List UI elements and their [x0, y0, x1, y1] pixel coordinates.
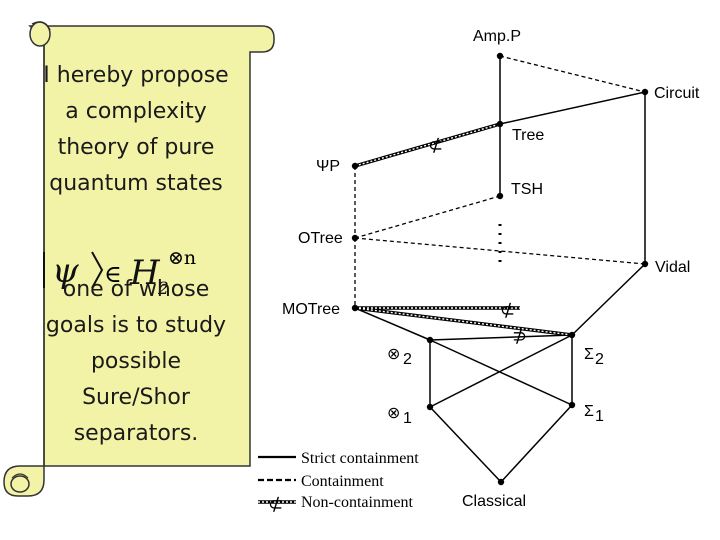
scroll-top-text: I hereby propose a complexity theory of …: [34, 58, 238, 202]
node-motree: [351, 304, 359, 312]
marker-not-subset-tree: ⊄: [428, 135, 443, 156]
node-tsh: [496, 192, 504, 200]
label-otimes1-symbol: ⊗: [387, 405, 400, 422]
scroll-bottom-text: one of whose goals is to study possible …: [34, 272, 238, 452]
scroll-line-3: theory of pure: [57, 135, 215, 160]
label-motree: MOTree: [282, 301, 340, 318]
edge-otimes2-sigma1: [429, 339, 573, 406]
state-formula: ψ ∈ H 2 ⊗n: [43, 247, 196, 298]
node-sigma1: [568, 401, 576, 409]
legend-strict-label: Strict containment: [301, 450, 419, 467]
label-otimes1-sub: 1: [403, 410, 412, 427]
label-circuit: Circuit: [654, 85, 700, 102]
marker-not-subset-motree: ⊄: [500, 300, 515, 321]
label-otimes2-sub: 2: [403, 351, 412, 368]
label-sigma1-symbol: Σ: [584, 403, 594, 420]
node-tree: [496, 120, 504, 128]
edge-sigma1-classical: [500, 404, 573, 483]
scroll-line-6: goals is to study: [45, 313, 227, 338]
label-classical: Classical: [462, 493, 526, 510]
element-of: ∈: [104, 260, 122, 288]
containment-edges: [354, 55, 646, 308]
label-sigma2: Σ 2: [584, 346, 604, 368]
edge-amp-p-circuit: [499, 55, 646, 93]
label-otimes1: ⊗ 1: [387, 405, 412, 427]
node-amp-p: [496, 52, 504, 60]
noncontainment-edges: [354, 122, 573, 337]
tensor-power: ⊗n: [168, 247, 196, 269]
label-tree: Tree: [512, 127, 544, 144]
label-tsh: TSH: [511, 181, 543, 198]
node-psi-p: [351, 162, 359, 170]
edge-vidal-sigma2: [571, 263, 646, 336]
edge-sigma2-otimes1: [429, 334, 573, 408]
node-otree: [351, 234, 359, 242]
label-vidal: Vidal: [655, 259, 690, 276]
label-sigma2-sub: 2: [595, 351, 604, 368]
edge-otimes1-classical: [429, 406, 502, 483]
noncontainment-hatch: [354, 123, 573, 336]
edge-tree-circuit: [499, 91, 646, 125]
hatch-motree-sigma2: [354, 307, 573, 336]
scroll-line-1: I hereby propose: [43, 63, 229, 88]
scroll-bottom-curl: [10, 473, 30, 493]
node-circuit: [641, 88, 649, 96]
ket-angle: [91, 251, 104, 289]
label-otimes2-symbol: ⊗: [387, 346, 400, 363]
strict-edges: [354, 56, 646, 483]
scroll-top-curl: [29, 21, 51, 47]
marker-not-superset-motree: ⊅: [512, 326, 527, 347]
edge-otree-tsh: [354, 195, 501, 239]
label-otimes2: ⊗ 2: [387, 346, 412, 368]
scroll-line-8: Sure/Shor: [82, 385, 190, 410]
node-otimes2: [426, 336, 434, 344]
label-otree: OTree: [298, 230, 343, 247]
hilbert-space: H: [129, 253, 161, 293]
node-classical: [497, 478, 505, 486]
node-dots: [351, 52, 649, 486]
scroll-line-5: one of whose: [62, 277, 210, 302]
scroll-line-7: possible: [90, 349, 182, 374]
edge-motree-otimes2: [354, 307, 431, 341]
psi-symbol: ψ: [52, 251, 79, 291]
scroll-line-2: a complexity: [65, 99, 207, 124]
node-vidal: [641, 260, 649, 268]
legend-noncontainment-label: Non-containment: [301, 494, 414, 511]
label-sigma1: Σ 1: [584, 403, 604, 425]
scroll-line-4: quantum states: [49, 171, 223, 196]
scroll-body: [3, 25, 275, 497]
node-sigma2: [568, 331, 576, 339]
hilbert-subscript: 2: [157, 279, 169, 298]
scroll-graphic: [3, 21, 275, 497]
scroll-line-9: separators.: [73, 421, 199, 446]
legend: ⊄ Strict containment Containment Non-con…: [258, 450, 419, 515]
label-psi-p: ΨP: [316, 158, 340, 175]
node-otimes1: [426, 403, 434, 411]
legend-noncontainment-mark: ⊄: [268, 494, 283, 515]
hatch-psip-tree: [354, 123, 501, 167]
label-sigma2-symbol: Σ: [584, 346, 594, 363]
legend-containment-label: Containment: [301, 473, 384, 490]
label-sigma1-sub: 1: [595, 408, 604, 425]
label-amp-p: Amp.P: [473, 28, 521, 45]
edge-otimes2-sigma2: [429, 334, 573, 341]
